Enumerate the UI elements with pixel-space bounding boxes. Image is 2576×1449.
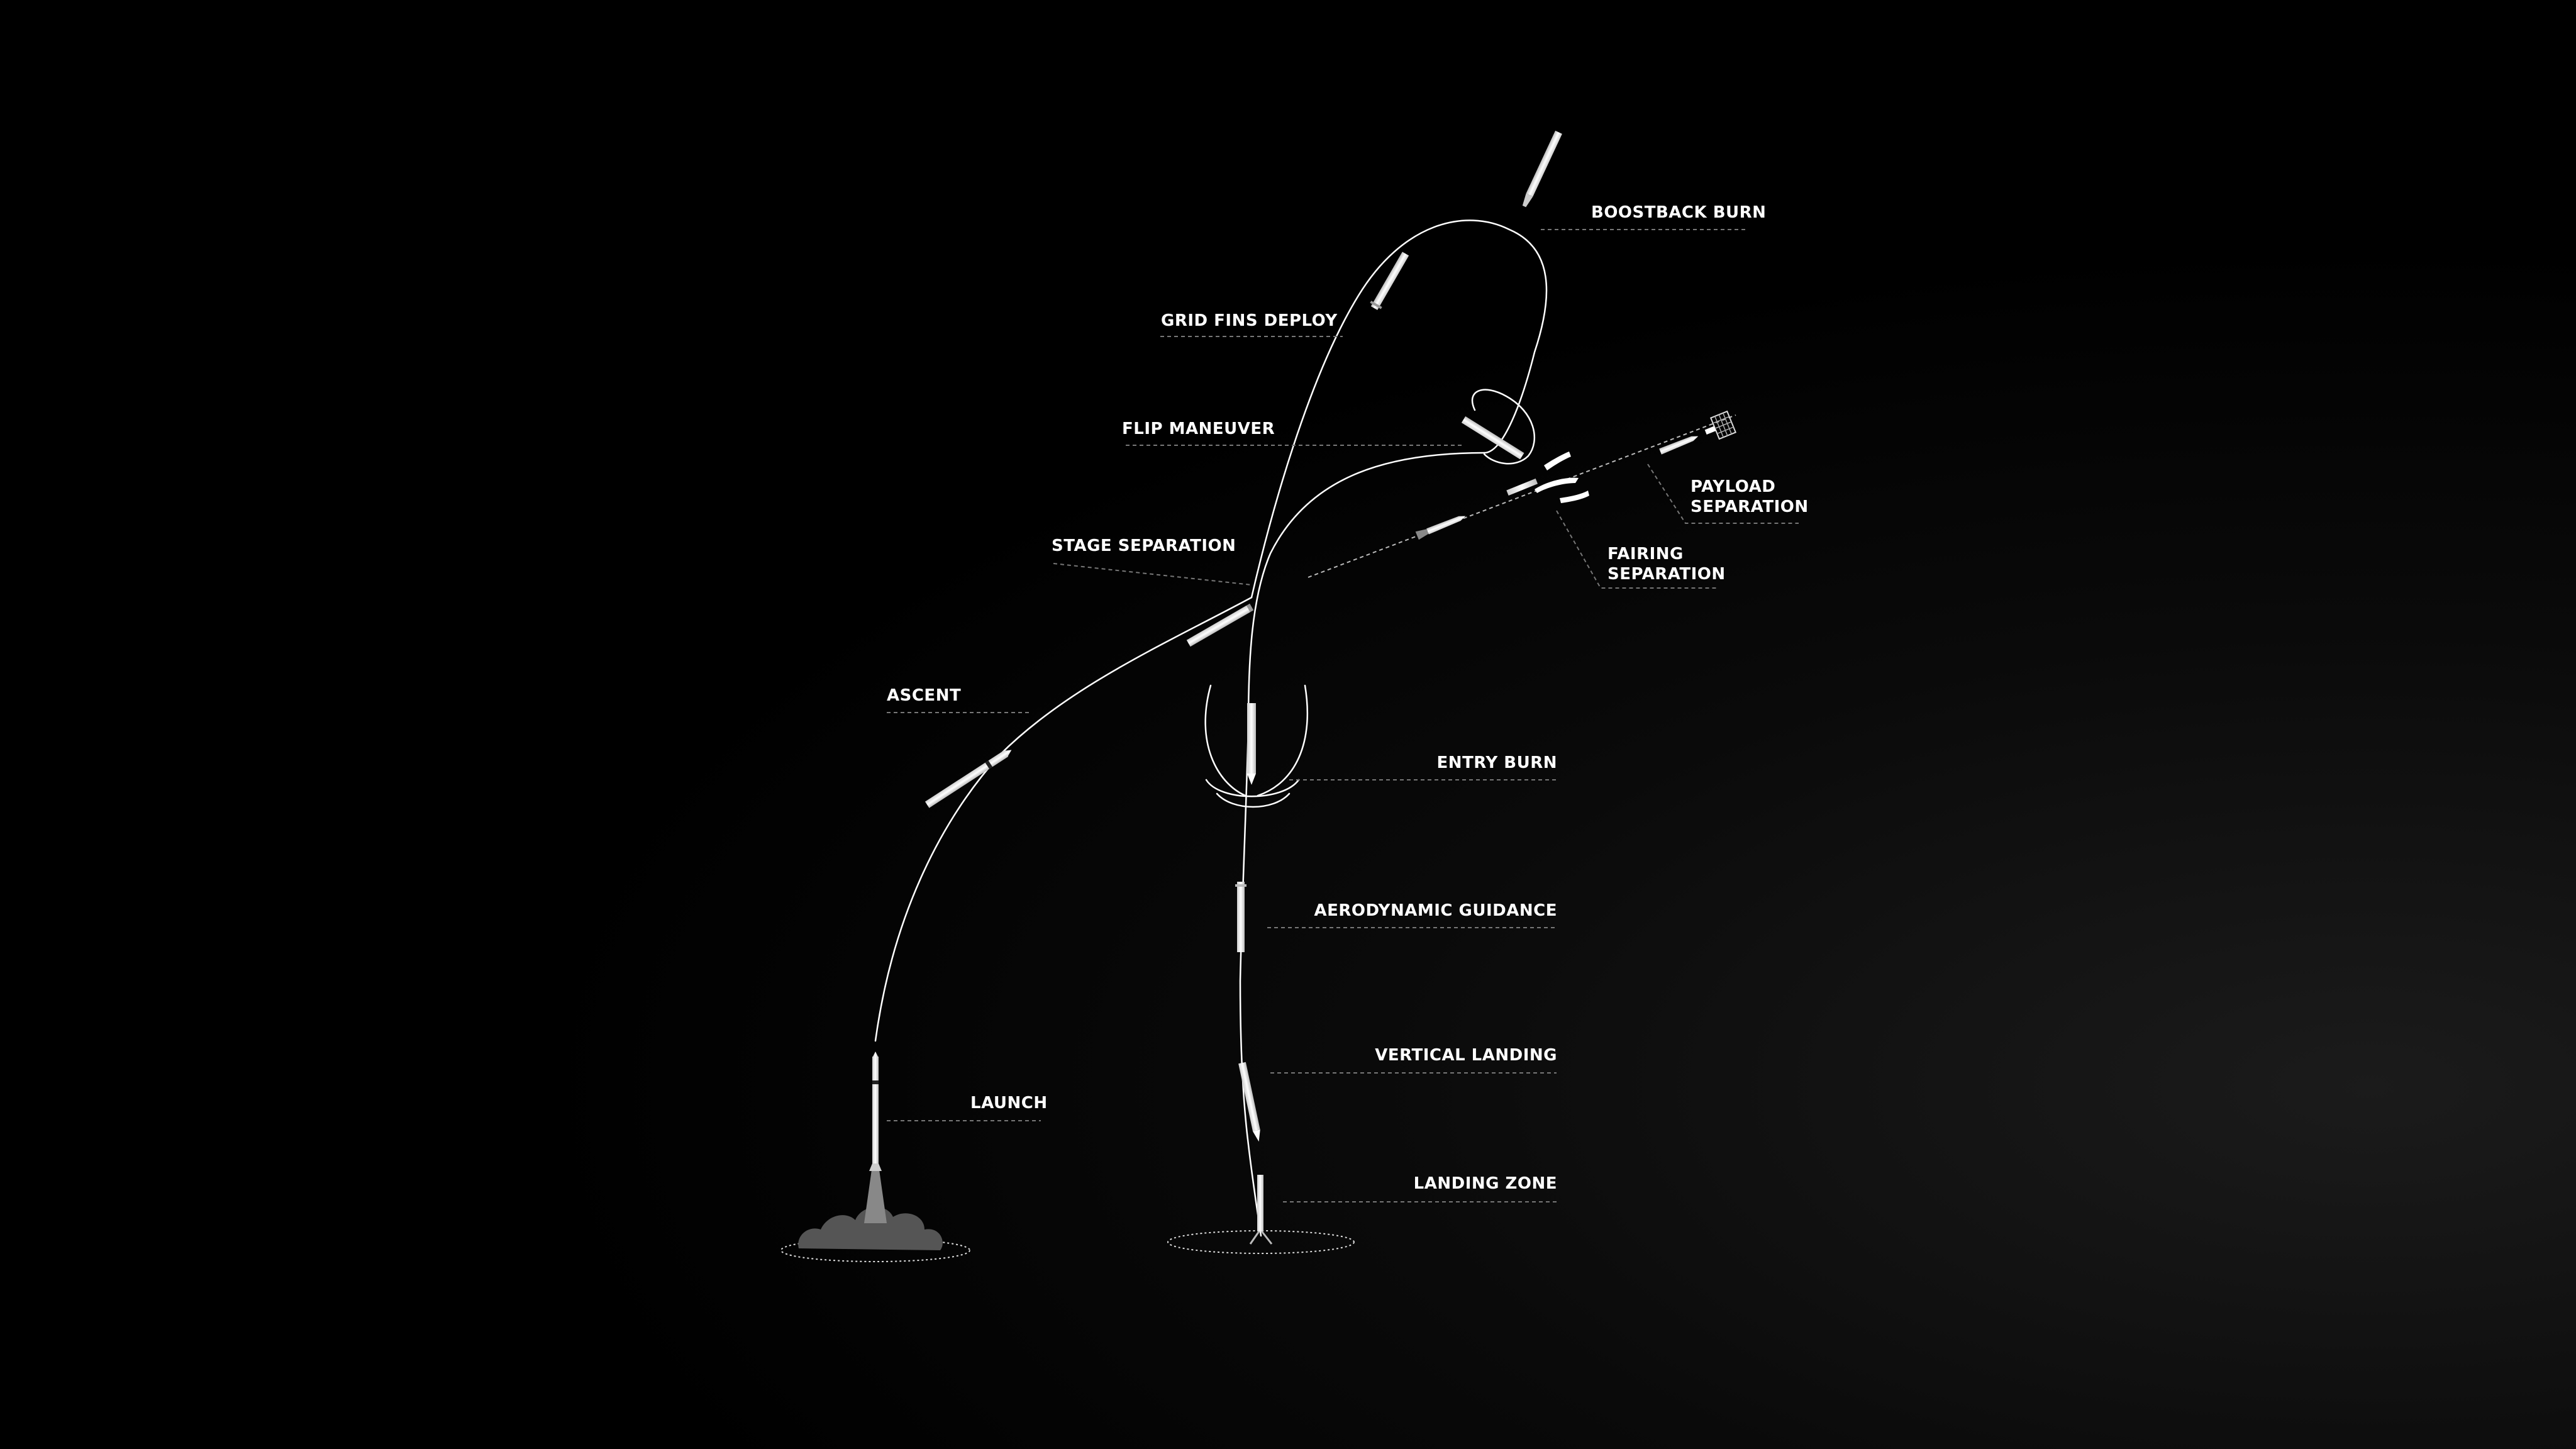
booster-stage-sep-icon	[1186, 603, 1254, 647]
label-vertical-landing: VERTICAL LANDING	[1375, 1046, 1557, 1065]
label-boostback-burn: BOOSTBACK BURN	[1591, 203, 1767, 222]
label-aerodynamic-guidance: AERODYNAMIC GUIDANCE	[1314, 901, 1557, 920]
booster-flip-icon	[1461, 416, 1524, 460]
label-payload-separation: PAYLOAD SEPARATION	[1690, 477, 1809, 517]
landing-legs	[1249, 1228, 1273, 1245]
booster-vertical-landing-icon	[1238, 1062, 1260, 1142]
label-flip-maneuver: FLIP MANEUVER	[1122, 419, 1275, 438]
ascent-trajectory	[874, 596, 1253, 1042]
label-stage-separation: STAGE SEPARATION	[1052, 536, 1236, 555]
satellite-icon	[1704, 410, 1737, 440]
fairing-halves-icon	[1506, 452, 1589, 503]
rockets	[869, 130, 1737, 1231]
label-launch: LAUNCH	[970, 1094, 1048, 1113]
label-grid-fins-deploy: GRID FINS DEPLOY	[1161, 311, 1338, 330]
booster-entry-burn-icon	[1247, 703, 1256, 785]
entry-burn-arc-bottom-1	[1205, 779, 1300, 797]
entry-burn-arc-right	[1257, 684, 1309, 797]
leader-stage-sep	[1053, 563, 1252, 586]
label-fairing-separation: FAIRING SEPARATION	[1607, 544, 1726, 584]
launch-pad	[780, 1170, 970, 1262]
launch-plume	[864, 1170, 887, 1223]
booster-boostback-icon	[1522, 130, 1562, 208]
booster-descent-trajectory	[1239, 452, 1485, 1237]
launch-pad-ring	[780, 1238, 970, 1262]
landing-pad-ring	[1167, 1230, 1355, 1254]
payload-stage-icon	[1659, 436, 1699, 455]
entry-burn-arc-left	[1204, 684, 1246, 797]
booster-grid-fins-icon	[1370, 252, 1409, 310]
label-landing-zone: LANDING ZONE	[1413, 1174, 1557, 1193]
leader-payload-sep	[1647, 464, 1799, 524]
label-entry-burn: ENTRY BURN	[1436, 753, 1557, 772]
booster-return-trajectory	[1250, 219, 1548, 599]
entry-burn-arc-bottom-2	[1216, 792, 1291, 808]
rocket-launch-icon	[869, 1052, 882, 1171]
flip-maneuver-loop	[1471, 389, 1536, 465]
second-stage-icon	[1415, 516, 1466, 540]
label-ascent: ASCENT	[887, 686, 962, 705]
booster-landed-icon	[1257, 1175, 1263, 1231]
launch-smoke-cloud	[798, 1207, 943, 1250]
label-fairing-separation-line2: SEPARATION	[1607, 565, 1726, 584]
label-fairing-separation-line1: FAIRING	[1607, 545, 1684, 564]
label-payload-separation-line1: PAYLOAD	[1690, 477, 1776, 496]
leader-fairing-sep	[1556, 510, 1717, 589]
booster-aero-guidance-icon	[1235, 882, 1246, 952]
label-payload-separation-line2: SEPARATION	[1690, 497, 1809, 516]
rocket-ascent-icon	[924, 750, 1012, 808]
second-stage-trajectory	[1307, 414, 1736, 578]
